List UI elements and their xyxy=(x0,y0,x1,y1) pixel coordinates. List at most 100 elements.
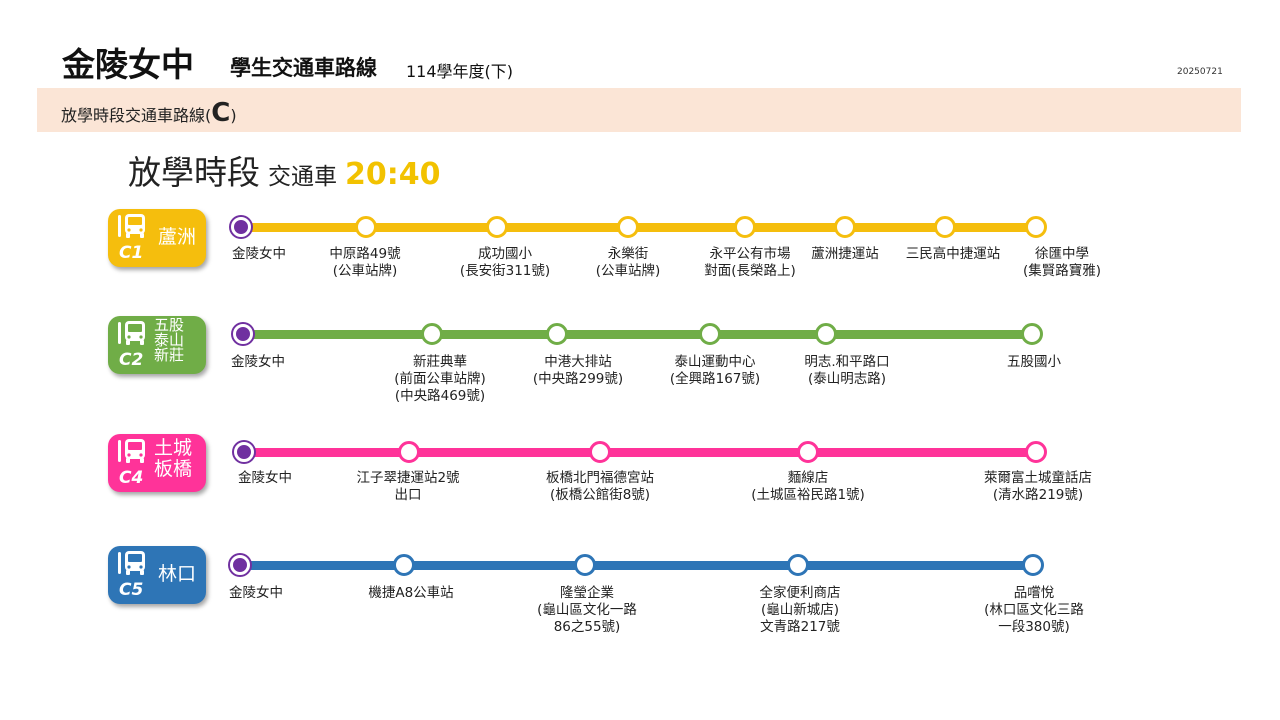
route-code: C1 xyxy=(119,243,144,263)
stop-label-line: (長安街311號) xyxy=(459,263,551,279)
stop-label-line: (全興路167號) xyxy=(669,371,761,387)
stop-label-line: 新莊典華 xyxy=(412,354,467,370)
stop-label: 機捷A8公車站 xyxy=(368,585,453,602)
stop-label-line: 中港大排站 xyxy=(544,354,612,370)
stop-label-line: (公車站牌) xyxy=(332,263,398,279)
stop-label-line: 麵線店 xyxy=(787,470,829,486)
stop-marker xyxy=(934,216,956,238)
stop-label: 板橋北門福德宮站(板橋公館街8號) xyxy=(546,470,654,504)
stop-label-line: (龜山區文化一路 xyxy=(537,602,637,618)
start-stop-marker xyxy=(230,555,250,575)
banner-close: ) xyxy=(230,106,237,125)
stop-label: 萊爾富土城童話店(清水路219號) xyxy=(984,470,1092,504)
stop-marker xyxy=(1025,216,1047,238)
route-code: C5 xyxy=(119,580,144,600)
start-stop-marker xyxy=(233,324,253,344)
stop-label-line: 文青路217號 xyxy=(760,619,840,635)
route-line-c4 xyxy=(244,448,1036,457)
stop-marker xyxy=(589,441,611,463)
stop-marker xyxy=(355,216,377,238)
stop-marker xyxy=(546,323,568,345)
stop-marker xyxy=(815,323,837,345)
start-stop-marker xyxy=(234,442,254,462)
stop-label-line: 蘆洲捷運站 xyxy=(811,246,879,262)
stop-label: 中原路49號(公車站牌) xyxy=(329,246,400,280)
route-code: C2 xyxy=(119,350,144,370)
stop-label: 徐匯中學(集賢路寶雅) xyxy=(1023,246,1101,280)
stop-label-line: 品嚐悅 xyxy=(1013,585,1055,601)
route-badge-c4: C4 土城板橋 xyxy=(108,434,206,492)
stop-label: 五股國小 xyxy=(1007,354,1061,371)
stop-label: 永平公有市場對面(長榮路上) xyxy=(704,246,796,280)
stop-marker xyxy=(486,216,508,238)
stop-marker xyxy=(797,441,819,463)
bus-icon xyxy=(118,438,148,464)
stop-label-line: 金陵女中 xyxy=(231,354,285,370)
stop-label: 三民高中捷運站 xyxy=(906,246,1001,263)
stop-label: 麵線店(土城區裕民路1號) xyxy=(751,470,865,504)
stop-label: 泰山運動中心(全興路167號) xyxy=(670,354,760,388)
stop-label-line: (龜山新城店) xyxy=(760,602,840,618)
stop-label: 新莊典華(前面公車站牌)(中央路469號) xyxy=(394,354,486,405)
stop-label-line: (泰山明志路) xyxy=(807,371,887,387)
stop-marker xyxy=(398,441,420,463)
stop-label-line: 隆瑩企業 xyxy=(560,585,614,601)
route-area: 新莊 xyxy=(154,346,185,364)
stop-label-line: 86之55號) xyxy=(553,619,621,635)
section-banner: 放學時段交通車路線(C) xyxy=(37,88,1241,132)
stop-label-line: 江子翠捷運站2號 xyxy=(356,470,460,486)
stop-marker xyxy=(699,323,721,345)
stop-marker xyxy=(787,554,809,576)
route-code: C4 xyxy=(119,468,144,488)
stop-label-line: 徐匯中學 xyxy=(1034,246,1089,262)
stop-marker xyxy=(617,216,639,238)
stop-label-line: 中原路49號 xyxy=(329,246,401,262)
route-area: 土城 xyxy=(154,437,193,459)
stop-label-line: 金陵女中 xyxy=(232,246,286,262)
stop-label-line: 全家便利商店 xyxy=(759,585,841,601)
route-area: 林口 xyxy=(158,563,197,585)
banner-letter: C xyxy=(211,98,231,128)
school-year: 114學年度(下) xyxy=(406,62,514,81)
schedule-period: 放學時段 xyxy=(128,153,260,192)
bus-icon xyxy=(118,213,148,239)
stop-label-line: 三民高中捷運站 xyxy=(905,246,1001,262)
stop-label: 全家便利商店(龜山新城店)文青路217號 xyxy=(760,585,841,636)
stop-marker xyxy=(834,216,856,238)
stop-label: 明志.和平路口(泰山明志路) xyxy=(804,354,889,388)
route-line-c5 xyxy=(240,561,1033,570)
stop-marker xyxy=(734,216,756,238)
route-area: 蘆洲 xyxy=(158,226,197,248)
stop-label-line: 金陵女中 xyxy=(238,470,292,486)
stop-label: 品嚐悅(林口區文化三路一段380號) xyxy=(984,585,1084,636)
stop-marker xyxy=(574,554,596,576)
stop-label-line: 板橋北門福德宮站 xyxy=(546,470,654,486)
stop-label: 永樂街(公車站牌) xyxy=(596,246,661,280)
bus-icon xyxy=(118,550,148,576)
bus-icon xyxy=(118,320,148,346)
stop-marker xyxy=(1021,323,1043,345)
stop-label-line: 泰山運動中心 xyxy=(674,354,756,370)
schedule-vehicle: 交通車 xyxy=(268,164,337,190)
stop-label-line: 永平公有市場 xyxy=(709,246,791,262)
stop-label: 金陵女中 xyxy=(229,585,283,602)
stop-label: 江子翠捷運站2號出口 xyxy=(356,470,459,504)
stop-label-line: 機捷A8公車站 xyxy=(368,585,454,601)
stop-label-line: 出口 xyxy=(394,487,422,503)
route-badge-c2: C2 五股泰山新莊 xyxy=(108,316,206,374)
stop-marker xyxy=(1025,441,1047,463)
stop-label-line: (中央路299號) xyxy=(532,371,624,387)
stop-label-line: 萊爾富土城童話店 xyxy=(984,470,1092,486)
route-badge-c1: C1 蘆洲 xyxy=(108,209,206,267)
route-area: 板橋 xyxy=(154,458,193,480)
stop-label-line: 成功國小 xyxy=(478,246,532,262)
stop-label-line: 五股國小 xyxy=(1007,354,1061,370)
stop-label-line: (前面公車站牌) xyxy=(394,371,486,387)
stop-label-line: (土城區裕民路1號) xyxy=(751,487,865,503)
route-area: 五股 xyxy=(154,316,185,334)
route-area: 泰山 xyxy=(154,331,185,349)
stop-label-line: (集賢路寶雅) xyxy=(1022,263,1102,279)
stop-marker xyxy=(393,554,415,576)
